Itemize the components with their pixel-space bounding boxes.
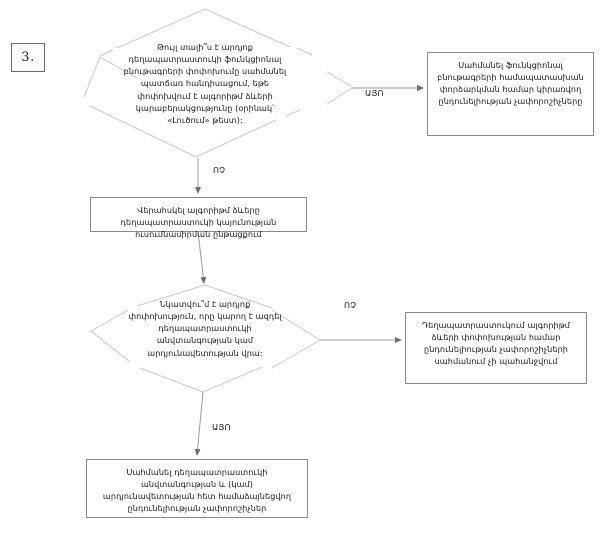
- edge-label-yes-1: ԱՅՈ: [365, 88, 384, 98]
- process-box-mid-right: Դեղապատրաստուկում ալգորիթմ ձևերի փոփոխու…: [405, 312, 587, 384]
- process-box-top-right-label: Սահմանել ֆունկցիոնալ բնութագրերի համապատ…: [437, 60, 584, 106]
- process-box-verify: Վերահսկել ալգորիթմ ձևերը դեղապատրաստուկի…: [90, 197, 307, 239]
- edge-label-no-1: ՈՉ: [213, 165, 226, 175]
- edge-label-yes-2: ԱՅՈ: [212, 422, 231, 432]
- process-box-mid-right-label: Դեղապատրաստուկում ալգորիթմ ձևերի փոփոխու…: [421, 320, 571, 366]
- decision-2-shape: [90, 284, 321, 393]
- edge-verify-to-decision2: [197, 231, 207, 284]
- process-box-bottom-label: Սահմանել դեղապատրաստուկի անվտանգության և…: [102, 467, 292, 513]
- edge-yes-2: [194, 391, 204, 456]
- process-box-verify-label: Վերահսկել ալգորիթմ ձևերը դեղապատրաստուկի…: [120, 205, 277, 239]
- step-number-tag: 3.: [11, 43, 45, 72]
- process-box-top-right: Սահմանել ֆունկցիոնալ բնութագրերի համապատ…: [427, 52, 594, 136]
- decision-1-shape: [83, 8, 353, 158]
- decision-2-label: Նկատվու՞մ է արդյոք փոփոխություն, որը կար…: [128, 299, 282, 358]
- decision-1-label: Թույլ տալի՞ս է արդյոք դեղապատրաստուկի ֆո…: [123, 42, 287, 125]
- process-box-bottom: Սահմանել դեղապատրաստուկի անվտանգության և…: [86, 459, 308, 518]
- edge-label-no-2: ՈՉ: [344, 300, 357, 310]
